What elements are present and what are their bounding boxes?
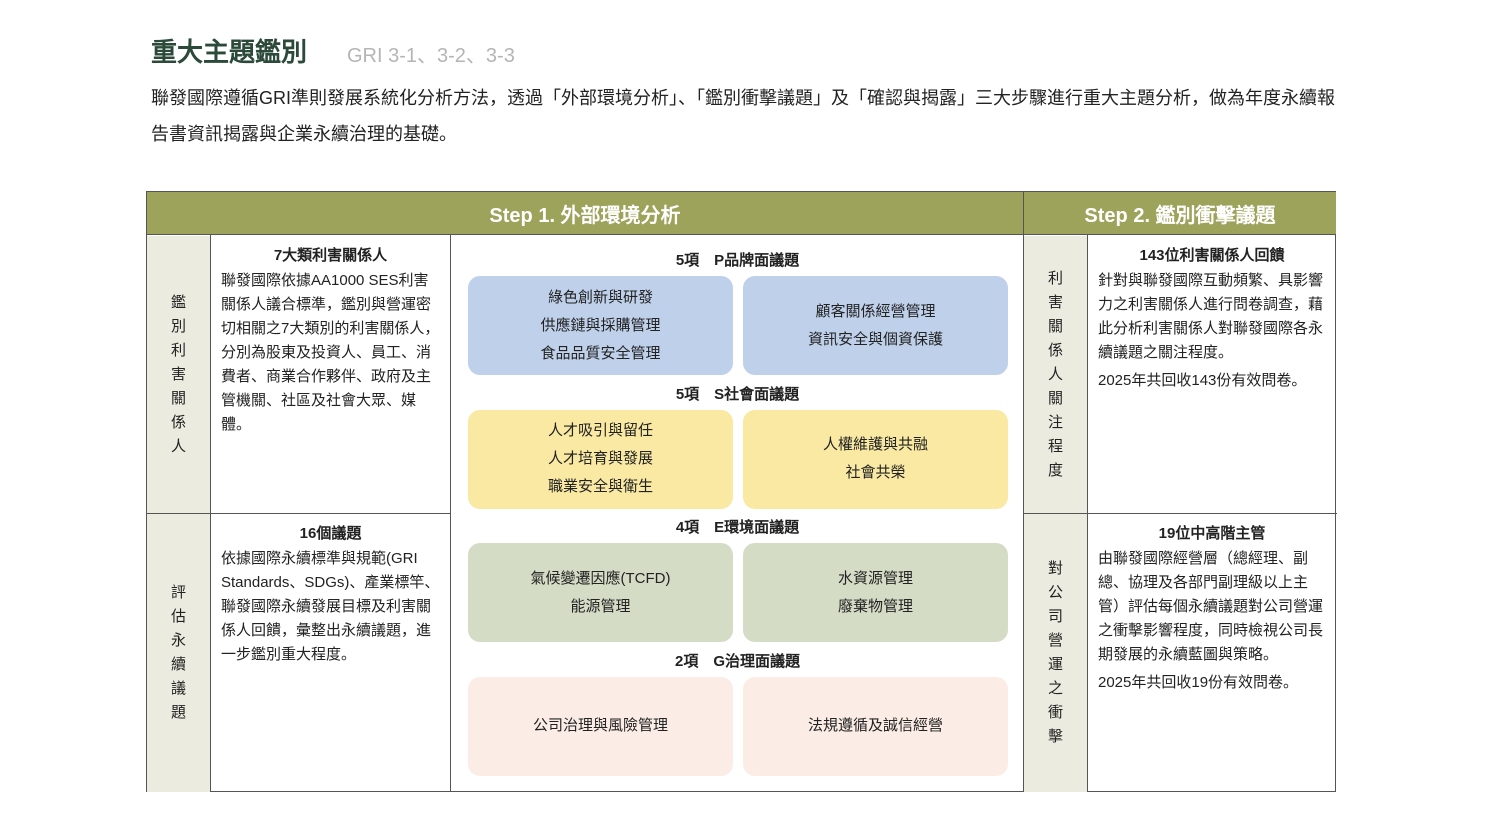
issue-assessment-label: 評估永續議題	[147, 514, 210, 792]
label-char: 擊	[1047, 728, 1063, 745]
label-char: 估	[170, 608, 186, 625]
label-char: 關	[1047, 389, 1063, 407]
feedback-text: 針對與聯發國際互動頻繁、具影響力之利害關係人進行問卷調查，藉此分析利害關係人對聯…	[1098, 272, 1324, 361]
executive-note: 2025年共回收19份有效問卷。	[1098, 674, 1299, 691]
gri-reference: GRI 3-1、3-2、3-3	[347, 45, 515, 67]
issue-item: 職業安全與衛生	[547, 478, 653, 495]
label-char: 鑑	[170, 293, 186, 311]
step1-header: Step 1. 外部環境分析	[147, 192, 1023, 235]
stakeholder-feedback-cell: 143位利害關係人回饋 針對與聯發國際互動頻繁、具影響力之利害關係人進行問卷調查…	[1088, 236, 1336, 393]
executive-cell: 19位中高階主管 由聯發國際經營層（總經理、副總、協理及各部門副理級以上主管）評…	[1088, 514, 1336, 695]
issue-item: 人權維護與共融	[822, 436, 928, 453]
label-char: 評	[170, 584, 186, 601]
label-char: 關	[170, 389, 186, 407]
step2-header: Step 2. 鑑別衝擊議題	[1024, 192, 1336, 235]
issue-item: 公司治理與風險管理	[532, 717, 668, 734]
label-char: 害	[170, 365, 186, 383]
label-char: 運	[1047, 656, 1063, 673]
issue-box: 氣候變遷因應(TCFD) 能源管理	[468, 543, 733, 642]
executive-text: 由聯發國際經營層（總經理、副總、協理及各部門副理級以上主管）評估每個永續議題對公…	[1098, 550, 1324, 663]
materiality-table: Step 1. 外部環境分析 Step 2. 鑑別衝擊議題 鑑別利害關係人 7大…	[146, 191, 1337, 792]
stakeholder-heading: 7大類利害關係人	[273, 247, 388, 264]
stakeholder-identification-label: 鑑別利害關係人	[147, 236, 210, 513]
issues-heading: 16個議題	[299, 525, 362, 542]
issue-group-heading: 2項 G治理面議題	[674, 652, 800, 670]
label-char: 注	[1047, 413, 1063, 431]
intro-paragraph: 聯發國際遵循GRI準則發展系統化分析方法，透過「外部環境分析」、「鑑別衝擊議題」…	[151, 88, 1335, 144]
label-char: 關	[1047, 317, 1063, 335]
label-char: 對	[1047, 560, 1063, 577]
label-char: 人	[170, 437, 186, 455]
issue-group-heading: 5項 P品牌面議題	[675, 252, 800, 269]
issue-item: 能源管理	[570, 597, 631, 615]
issue-item: 法規遵循及誠信經營	[807, 717, 943, 734]
executive-heading: 19位中高階主管	[1158, 525, 1266, 542]
issue-item: 氣候變遷因應(TCFD)	[530, 569, 671, 587]
issue-item: 綠色創新與研發	[547, 288, 653, 306]
issue-box: 人才吸引與留任人才培育與發展職業安全與衛生	[468, 409, 733, 509]
issue-group-heading: 5項 S社會面議題	[675, 385, 800, 403]
label-char: 利	[1047, 269, 1063, 287]
label-char: 司	[1047, 608, 1063, 625]
issue-item: 社會共榮	[845, 464, 906, 481]
issues-cell: 16個議題 依據國際永續標準與規範(GRI Standards、SDGs)、產業…	[211, 514, 450, 667]
label-char: 係	[1047, 341, 1063, 359]
stakeholder-concern-label: 利害關係人關注程度	[1024, 236, 1087, 513]
issue-box: 法規遵循及誠信經營	[743, 676, 1008, 776]
label-char: 人	[1047, 365, 1063, 383]
feedback-note: 2025年共回收143份有效問卷。	[1098, 372, 1307, 389]
stakeholder-cell: 7大類利害關係人 聯發國際依據AA1000 SES利害關係人議合標準，鑑別與營運…	[211, 236, 450, 437]
issues-text: 依據國際永續標準與規範(GRI Standards、SDGs)、產業標竿、聯發國…	[221, 550, 440, 663]
issue-item: 水資源管理	[837, 569, 913, 587]
issue-item: 供應鏈與採購管理	[540, 316, 661, 334]
label-char: 衝	[1047, 704, 1063, 721]
label-char: 度	[1047, 461, 1063, 479]
label-char: 營	[1047, 632, 1063, 649]
issue-box: 顧客關係經營管理資訊安全與個資保護	[743, 276, 1008, 375]
label-char: 續	[170, 656, 186, 673]
label-char: 之	[1047, 680, 1063, 697]
issue-box: 人權維護與共融社會共榮	[743, 409, 1008, 509]
issue-item: 資訊安全與個資保護	[807, 330, 943, 348]
label-char: 程	[1047, 437, 1063, 455]
feedback-heading: 143位利害關係人回饋	[1139, 247, 1285, 264]
operation-impact-label: 對公司營運之衝擊	[1024, 514, 1087, 792]
label-char: 別	[170, 317, 186, 335]
label-char: 題	[170, 704, 186, 721]
issue-box: 公司治理與風險管理	[468, 676, 733, 776]
label-char: 公	[1047, 584, 1063, 601]
issue-box: 綠色創新與研發供應鏈與採購管理食品品質安全管理	[468, 276, 733, 375]
label-char: 係	[170, 413, 186, 431]
stakeholder-text: 聯發國際依據AA1000 SES利害關係人議合標準，鑑別與營運密切相關之7大類別…	[221, 272, 440, 433]
page-title: 重大主題鑑別	[151, 37, 308, 67]
label-char: 議	[170, 680, 186, 697]
issue-item: 人才培育與發展	[547, 450, 653, 467]
label-char: 利	[170, 341, 186, 359]
issue-item: 人才吸引與留任	[547, 422, 653, 439]
issue-item: 食品品質安全管理	[540, 344, 661, 362]
label-char: 永	[170, 632, 186, 649]
issue-box: 水資源管理廢棄物管理	[743, 543, 1008, 642]
issue-group-heading: 4項 E環境面議題	[675, 519, 800, 536]
issue-item: 顧客關係經營管理	[815, 302, 936, 320]
issue-item: 廢棄物管理	[837, 597, 913, 615]
label-char: 害	[1047, 293, 1063, 311]
